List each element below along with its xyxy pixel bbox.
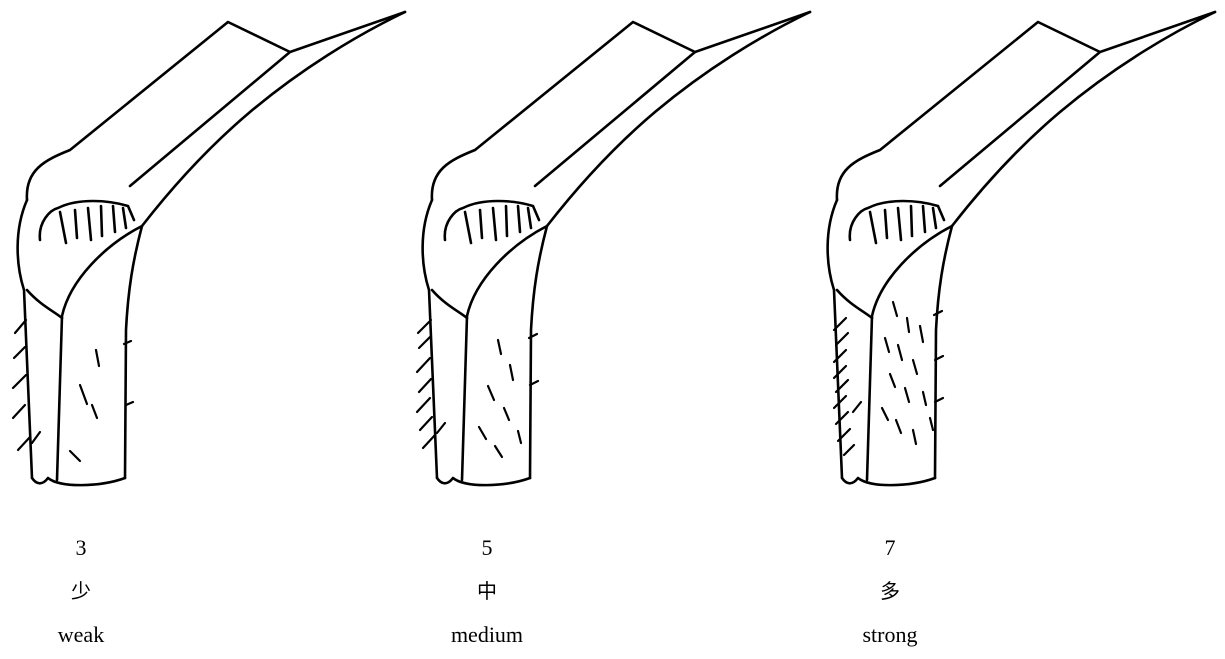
sheath-drawing-medium [417, 12, 810, 485]
panel-label-english: strong [810, 613, 970, 657]
panel-label-english: medium [407, 613, 567, 657]
panel-caption-strong: 7 多 strong [810, 526, 970, 657]
panel-label-chinese: 多 [810, 569, 970, 613]
panel-label-chinese: 少 [1, 569, 161, 613]
panel-note: 7 [810, 526, 970, 569]
panel-note: 5 [407, 526, 567, 569]
hairs-medium [417, 320, 538, 457]
hairs-strong [834, 302, 943, 455]
sheath-drawing-weak [13, 12, 405, 485]
panel-caption-weak: 3 少 weak [1, 526, 161, 657]
panel-note: 3 [1, 526, 161, 569]
sheath-drawing-strong [828, 12, 1215, 485]
panel-label-english: weak [1, 613, 161, 657]
panel-label-chinese: 中 [407, 569, 567, 613]
panel-caption-medium: 5 中 medium [407, 526, 567, 657]
